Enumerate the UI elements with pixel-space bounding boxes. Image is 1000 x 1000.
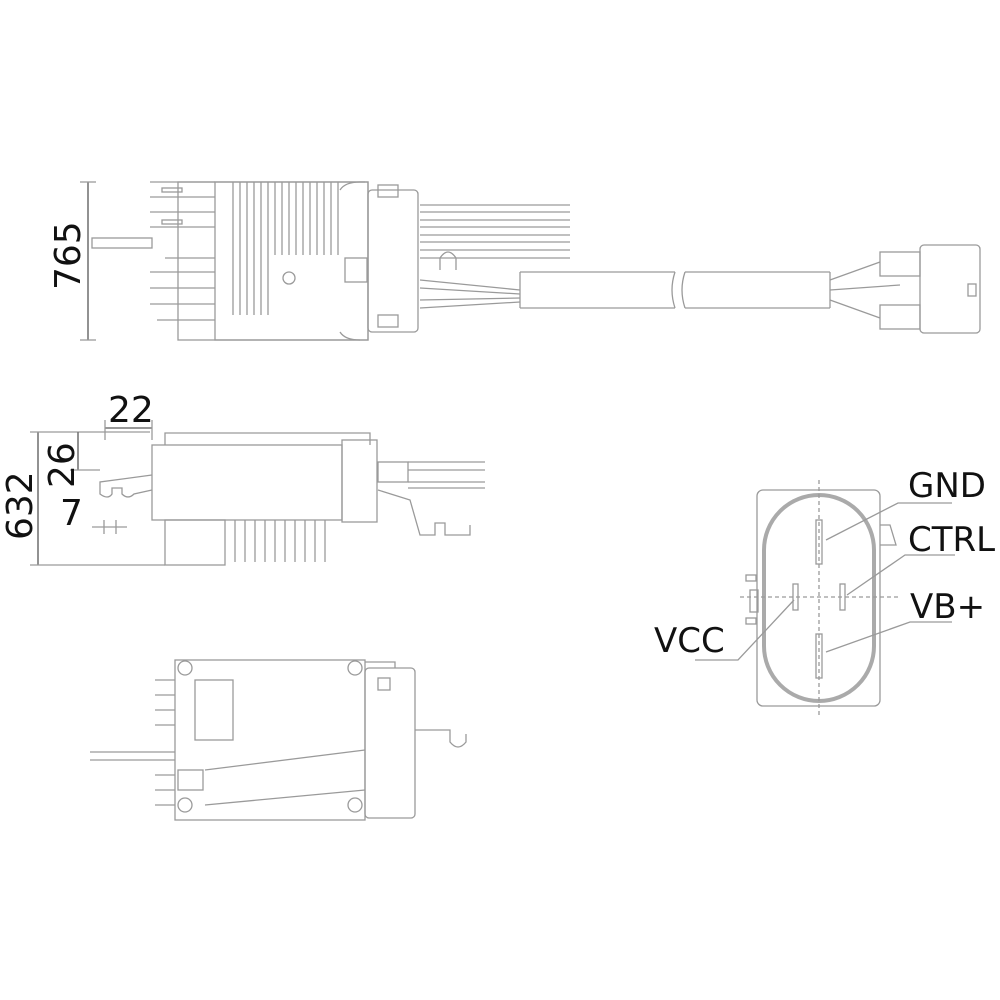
dimension-22: 22 [108, 390, 154, 431]
leader-ctrl [846, 554, 955, 596]
top-view: 765 [48, 181, 981, 341]
dimension-632: 632 [0, 471, 41, 540]
pin-gnd [815, 519, 823, 565]
label-vcc: VCC [654, 621, 725, 661]
leader-vcc [695, 599, 795, 661]
dimension-765: 765 [48, 221, 89, 290]
label-vb-plus: VB+ [910, 587, 985, 627]
bottom-view [90, 659, 467, 821]
connector-pinout: GND CTRL VB+ VCC [654, 466, 995, 718]
pin-ctrl [839, 583, 846, 611]
pin-vcc [792, 583, 799, 611]
end-connector [879, 244, 981, 334]
dimension-26: 26 [42, 442, 83, 488]
dimension-7: 7 [60, 493, 83, 534]
leader-gnd [825, 502, 952, 541]
cable [519, 261, 901, 319]
pin-vb-plus [815, 633, 823, 679]
label-ctrl: CTRL [908, 520, 995, 560]
label-gnd: GND [908, 466, 986, 506]
heat-sink-fins [232, 182, 339, 315]
leader-vb-plus [825, 621, 952, 653]
side-view: 632 26 22 7 [0, 390, 485, 566]
